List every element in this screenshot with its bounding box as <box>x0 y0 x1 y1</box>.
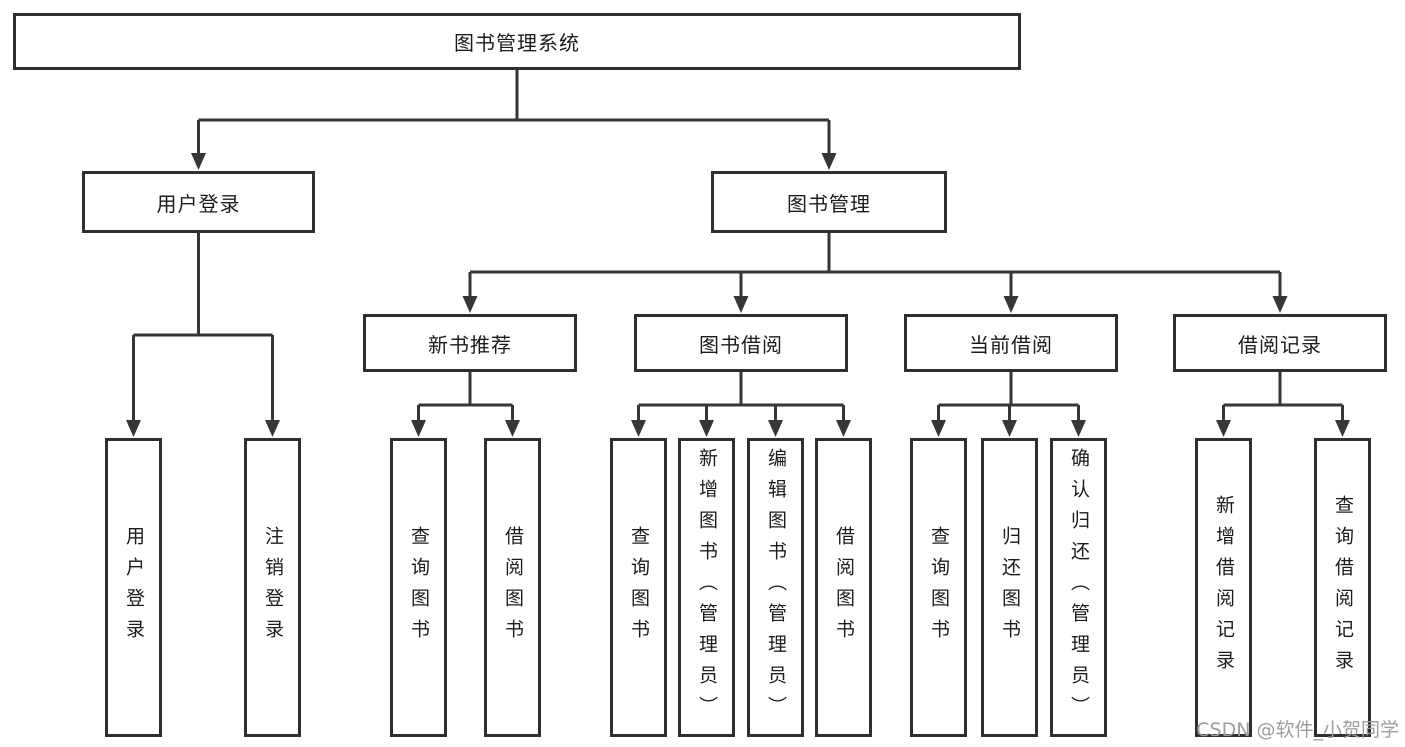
leaf-query-book-1: 查询图书 <box>390 438 447 737</box>
node-root: 图书管理系统 <box>13 13 1021 70</box>
node-book-borrowing: 图书借阅 <box>634 314 848 372</box>
leaf-edit-book-admin-label: 编辑图书（管理员） <box>765 448 787 727</box>
leaf-confirm-return-admin-label: 确认归还（管理员） <box>1068 448 1090 727</box>
node-book-management-label: 图书管理 <box>787 191 871 216</box>
leaf-add-borrow-record-label: 新增借阅记录 <box>1213 494 1235 681</box>
leaf-query-book-2-label: 查询图书 <box>628 525 650 650</box>
leaf-add-borrow-record: 新增借阅记录 <box>1195 438 1252 737</box>
node-user-login-label: 用户登录 <box>156 191 241 216</box>
leaf-return-book-label: 归还图书 <box>999 525 1021 650</box>
leaf-query-borrow-record-label: 查询借阅记录 <box>1332 494 1354 681</box>
node-current-borrowing-label: 当前借阅 <box>969 332 1053 357</box>
node-new-book-recommendation: 新书推荐 <box>363 314 577 372</box>
node-root-label: 图书管理系统 <box>454 31 580 55</box>
node-book-borrowing-label: 图书借阅 <box>699 332 783 357</box>
leaf-logout: 注销登录 <box>244 438 301 737</box>
leaf-borrow-book-2: 借阅图书 <box>815 438 872 737</box>
leaf-edit-book-admin: 编辑图书（管理员） <box>747 438 804 737</box>
leaf-user-login: 用户登录 <box>105 438 162 737</box>
leaf-user-login-label: 用户登录 <box>123 525 145 650</box>
node-borrowing-records-label: 借阅记录 <box>1238 332 1322 357</box>
csdn-watermark: CSDN @软件_小贺同学 <box>1196 719 1399 741</box>
leaf-borrow-book-2-label: 借阅图书 <box>833 525 855 650</box>
leaf-logout-label: 注销登录 <box>262 525 284 650</box>
node-user-login: 用户登录 <box>82 171 315 233</box>
leaf-add-book-admin: 新增图书（管理员） <box>678 438 735 737</box>
leaf-query-borrow-record: 查询借阅记录 <box>1314 438 1371 737</box>
leaf-query-book-3: 查询图书 <box>910 438 967 737</box>
leaf-confirm-return-admin: 确认归还（管理员） <box>1050 438 1107 737</box>
leaf-add-book-admin-label: 新增图书（管理员） <box>696 448 718 727</box>
leaf-return-book: 归还图书 <box>981 438 1038 737</box>
node-book-management: 图书管理 <box>711 171 947 233</box>
leaf-borrow-book-1-label: 借阅图书 <box>502 525 524 650</box>
leaf-borrow-book-1: 借阅图书 <box>484 438 541 737</box>
leaf-query-book-3-label: 查询图书 <box>928 525 950 650</box>
node-current-borrowing: 当前借阅 <box>904 314 1118 372</box>
node-new-book-recommendation-label: 新书推荐 <box>428 332 512 357</box>
node-borrowing-records: 借阅记录 <box>1173 314 1387 372</box>
leaf-query-book-1-label: 查询图书 <box>408 525 430 650</box>
leaf-query-book-2: 查询图书 <box>610 438 667 737</box>
